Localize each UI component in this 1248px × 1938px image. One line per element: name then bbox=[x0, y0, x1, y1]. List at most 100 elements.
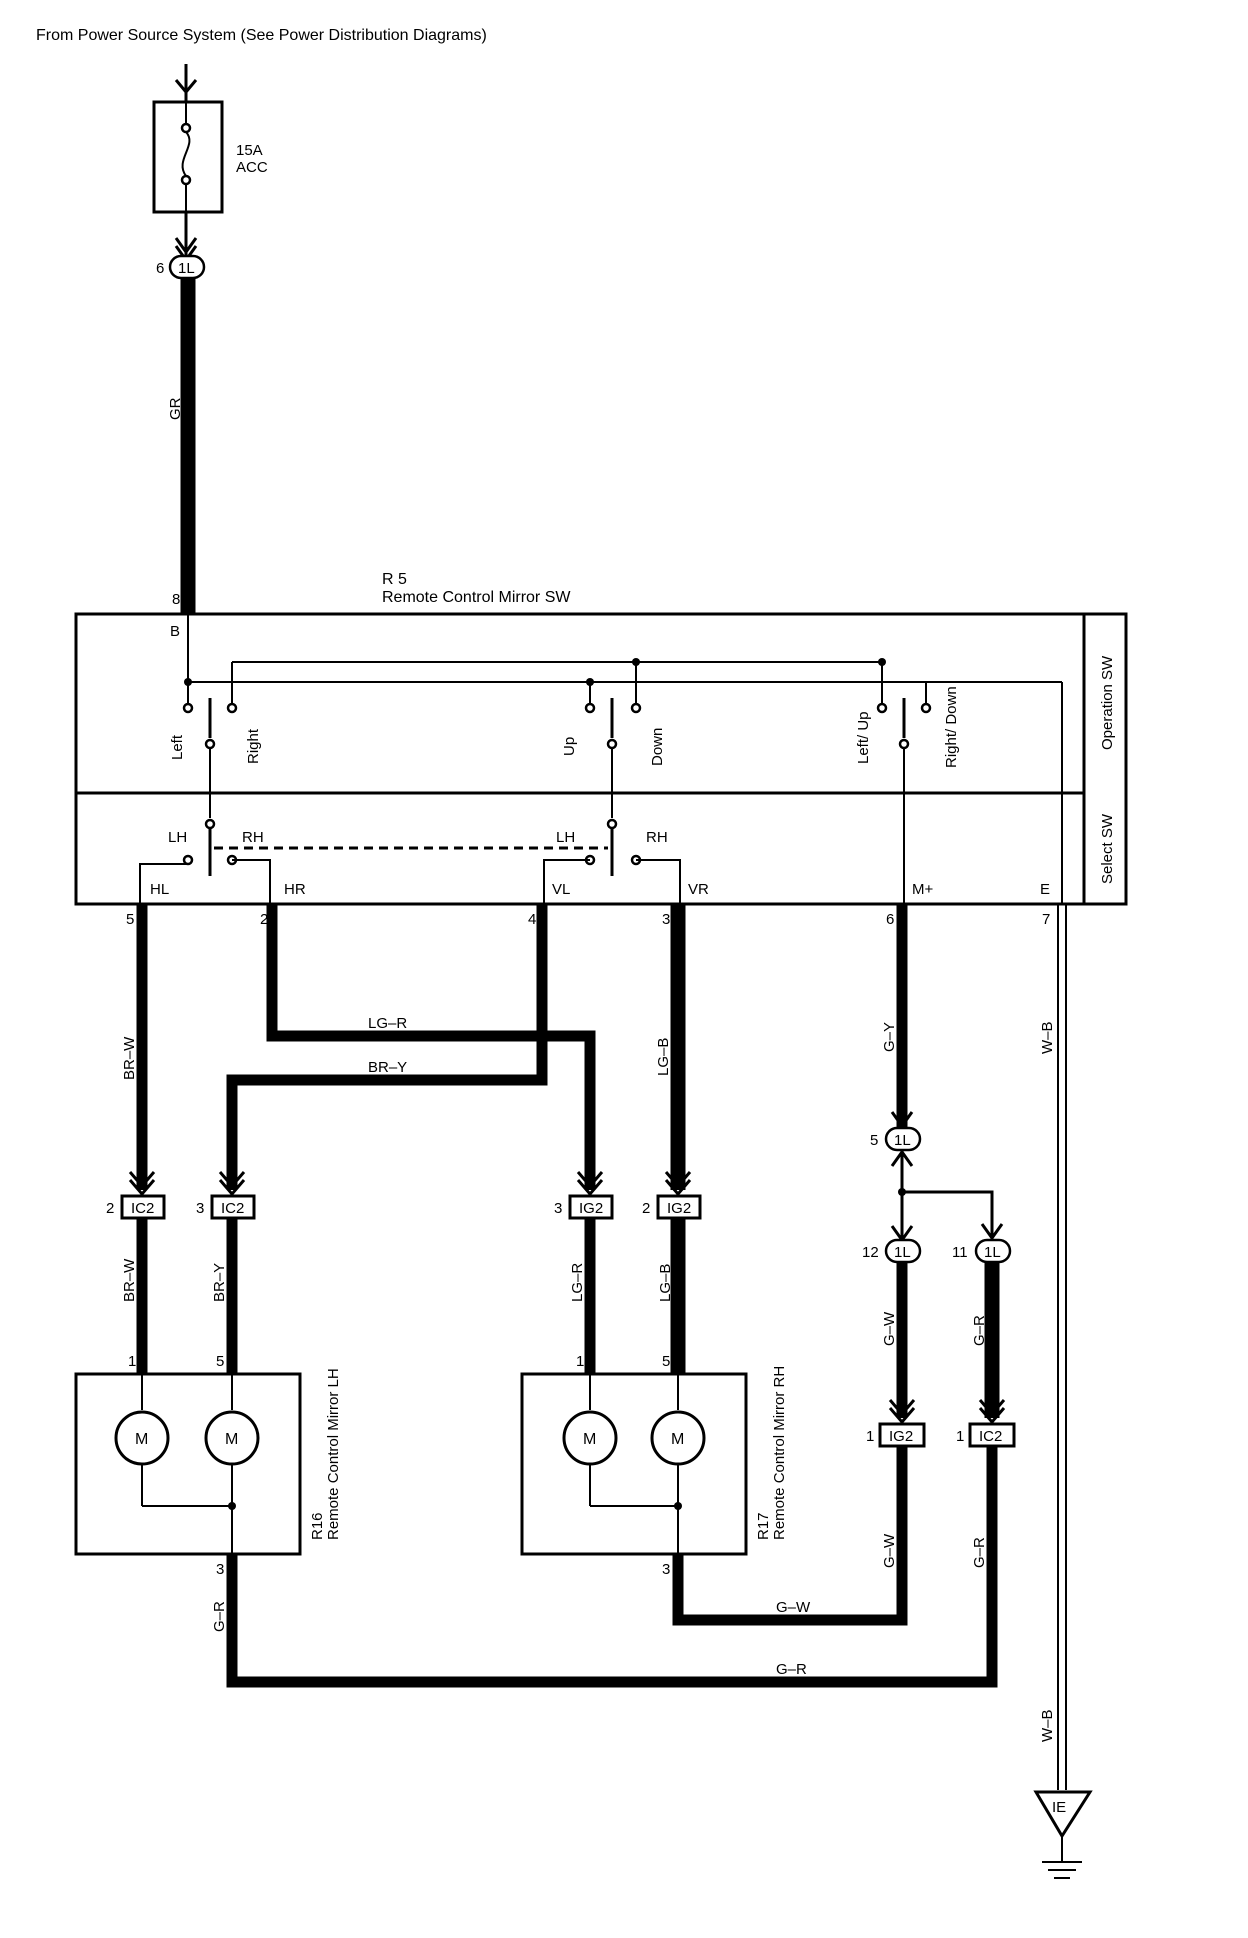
select-rh-2: RH bbox=[646, 829, 668, 846]
connector-ic2-b-pin: 3 bbox=[196, 1200, 204, 1217]
terminal-vr: VR bbox=[688, 881, 709, 898]
connector-1l-mid-pin: 5 bbox=[870, 1132, 878, 1149]
ground-icon: IE bbox=[1033, 1790, 1093, 1879]
connector-1l-lower-a: 1L bbox=[884, 1238, 922, 1264]
connector-1l-top-pin: 6 bbox=[156, 260, 164, 277]
svg-text:1L: 1L bbox=[984, 1244, 1001, 1261]
connector-ic2-a: IC2 bbox=[120, 1194, 166, 1220]
operation-contacts bbox=[182, 698, 932, 904]
wire-gr-label: GR bbox=[167, 397, 184, 420]
wire-br-y bbox=[226, 904, 548, 1190]
svg-text:IE: IE bbox=[1052, 1799, 1066, 1816]
wire-g-r-label-4: G–R bbox=[776, 1661, 807, 1678]
mirror-lh-pin5: 5 bbox=[216, 1353, 224, 1370]
power-source-caption: From Power Source System (See Power Dist… bbox=[36, 27, 487, 44]
svg-text:IG2: IG2 bbox=[667, 1200, 691, 1217]
pin-hl: 5 bbox=[126, 911, 134, 928]
wire-lg-r-label-2: LG–R bbox=[569, 1263, 586, 1302]
mirror-rh-pin1: 1 bbox=[576, 1353, 584, 1370]
terminal-vl: VL bbox=[552, 881, 570, 898]
pin-hr: 2 bbox=[260, 911, 268, 928]
chevron-down-icon bbox=[174, 237, 198, 255]
svg-text:IC2: IC2 bbox=[131, 1200, 154, 1217]
wire-lg-b-label-2: LG–B bbox=[657, 1264, 674, 1302]
mirror-lh-id: R16 bbox=[309, 1512, 326, 1540]
svg-text:IG2: IG2 bbox=[889, 1428, 913, 1445]
connector-1l-lower-a-pin: 12 bbox=[862, 1244, 879, 1261]
svg-text:M: M bbox=[135, 1431, 148, 1448]
connector-ig2-a-pin: 3 bbox=[554, 1200, 562, 1217]
connector-ig2-c-pin: 1 bbox=[866, 1428, 874, 1445]
fuse-rating: 15A bbox=[236, 142, 263, 159]
wire-lg-b-label: LG–B bbox=[655, 1038, 672, 1076]
connector-1l-mid: 1L bbox=[884, 1126, 922, 1152]
contact-up: Up bbox=[561, 737, 578, 756]
fuse-15a-acc bbox=[152, 100, 224, 214]
connector-arrows-row bbox=[128, 1171, 692, 1197]
wire-w-b-label-2: W–B bbox=[1039, 1709, 1056, 1742]
wire-g-w-label: G–W bbox=[881, 1311, 898, 1346]
terminal-b: B bbox=[170, 623, 180, 640]
mirror-rh-pin3: 3 bbox=[662, 1561, 670, 1578]
mirror-rh-id: R17 bbox=[755, 1512, 772, 1540]
svg-text:M: M bbox=[583, 1431, 596, 1448]
fuse-name: ACC bbox=[236, 159, 268, 176]
wire-g-r-label: G–R bbox=[971, 1315, 988, 1346]
mirror-rh: M M bbox=[520, 1372, 748, 1556]
connector-1l-top: 1L bbox=[168, 254, 206, 280]
wire-g-y-label: G–Y bbox=[881, 1022, 898, 1052]
select-lh-1: LH bbox=[168, 829, 187, 846]
switch-name: Remote Control Mirror SW bbox=[382, 589, 571, 606]
contact-left: Left bbox=[169, 734, 186, 760]
svg-text:M: M bbox=[225, 1431, 238, 1448]
wire-g-w-label-3: G–W bbox=[776, 1599, 811, 1616]
svg-text:IC2: IC2 bbox=[979, 1428, 1002, 1445]
select-contacts bbox=[139, 818, 681, 904]
svg-text:IG2: IG2 bbox=[579, 1200, 603, 1217]
wire-br-w-label-2: BR–W bbox=[121, 1258, 138, 1302]
operation-switch-bus bbox=[184, 614, 1063, 904]
switch-pin-b: 8 bbox=[172, 591, 180, 608]
wire-lg-r bbox=[266, 904, 596, 1190]
contact-left-up: Left/ Up bbox=[855, 711, 872, 764]
connector-1l-lower-b: 1L bbox=[974, 1238, 1012, 1264]
contact-right: Right bbox=[245, 728, 262, 764]
terminal-hr: HR bbox=[284, 881, 306, 898]
contact-right-down: Right/ Down bbox=[943, 686, 960, 768]
connector-ig2-b: IG2 bbox=[656, 1194, 702, 1220]
connector-ic2-a-pin: 2 bbox=[106, 1200, 114, 1217]
mirror-lh-name: Remote Control Mirror LH bbox=[325, 1368, 342, 1540]
connector-ic2-c-pin: 1 bbox=[956, 1428, 964, 1445]
connector-1l-lower-b-pin: 11 bbox=[952, 1244, 968, 1261]
mirror-rh-pin5: 5 bbox=[662, 1353, 670, 1370]
wire-g-r-label-2: G–R bbox=[971, 1537, 988, 1568]
wire-g-w-label-2: G–W bbox=[881, 1533, 898, 1568]
mirror-lh: M M bbox=[74, 1372, 302, 1556]
select-lh-2: LH bbox=[556, 829, 575, 846]
select-rh-1: RH bbox=[242, 829, 264, 846]
pin-vl: 4 bbox=[528, 911, 536, 928]
wire-br-w-label: BR–W bbox=[121, 1036, 138, 1080]
svg-text:1L: 1L bbox=[178, 260, 195, 277]
wire-br-y-label-2: BR–Y bbox=[211, 1263, 228, 1302]
terminal-mplus: M+ bbox=[912, 881, 933, 898]
svg-text:1L: 1L bbox=[894, 1132, 911, 1149]
mirror-lh-pin3: 3 bbox=[216, 1561, 224, 1578]
wire-lg-r-label: LG–R bbox=[368, 1015, 407, 1032]
svg-text:IC2: IC2 bbox=[221, 1200, 244, 1217]
switch-id: R 5 bbox=[382, 571, 407, 588]
mirror-rh-name: Remote Control Mirror RH bbox=[771, 1366, 788, 1540]
wire-g-r-label-3: G–R bbox=[211, 1601, 228, 1632]
terminal-e: E bbox=[1040, 881, 1050, 898]
connector-ic2-b: IC2 bbox=[210, 1194, 256, 1220]
terminal-hl: HL bbox=[150, 881, 169, 898]
wire-w-b bbox=[1057, 904, 1067, 1790]
power-input-arrow bbox=[174, 64, 198, 102]
connector-ig2-a: IG2 bbox=[568, 1194, 614, 1220]
connector-ic2-c: IC2 bbox=[968, 1422, 1016, 1448]
wire-w-b-label-1: W–B bbox=[1039, 1021, 1056, 1054]
wire-g-r-return bbox=[226, 1446, 998, 1688]
select-sw-label: Select SW bbox=[1099, 813, 1116, 884]
svg-text:1L: 1L bbox=[894, 1244, 911, 1261]
